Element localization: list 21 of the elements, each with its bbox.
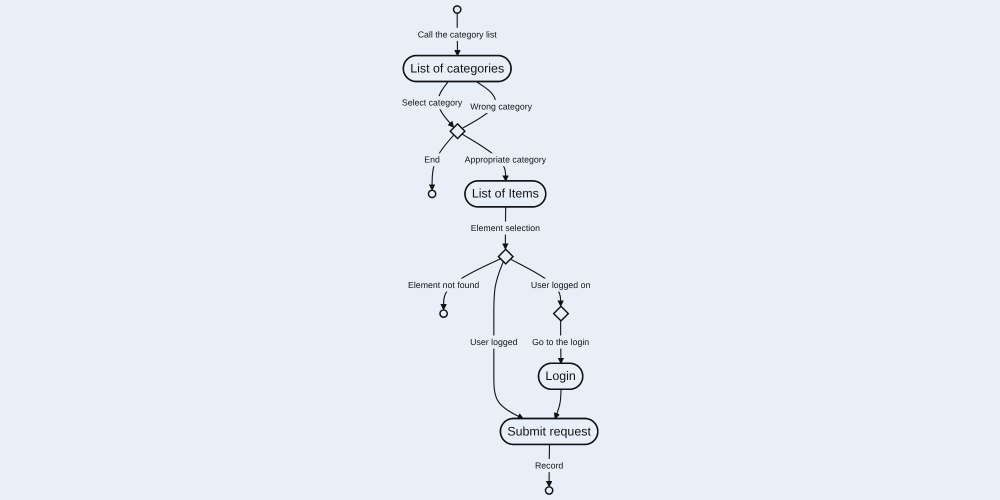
- edge-label: User logged: [470, 336, 518, 348]
- edge-label: Element selection: [470, 222, 540, 234]
- node-diamond: [449, 122, 466, 140]
- edge-label: Element not found: [408, 280, 480, 290]
- edge-label: Wrong category: [470, 101, 532, 112]
- arrow: [493, 262, 524, 420]
- arrow: [554, 390, 562, 420]
- node-diamond: [552, 305, 570, 322]
- edge-label: End: [424, 154, 440, 165]
- node-circle: [428, 190, 437, 198]
- edge-label: Select category: [402, 98, 462, 108]
- node-circle: [452, 5, 462, 14]
- edge-label: Record: [535, 460, 564, 471]
- node-circle: [544, 486, 554, 495]
- edge-label: Appropriate category: [464, 154, 546, 165]
- node-diamond: [498, 248, 514, 265]
- node-circle: [439, 309, 448, 318]
- edge-label: User logged on: [531, 280, 591, 290]
- edge-label: Go to the login: [532, 336, 590, 348]
- arrow: [429, 134, 454, 191]
- edge-label: Call the category list: [418, 29, 497, 40]
